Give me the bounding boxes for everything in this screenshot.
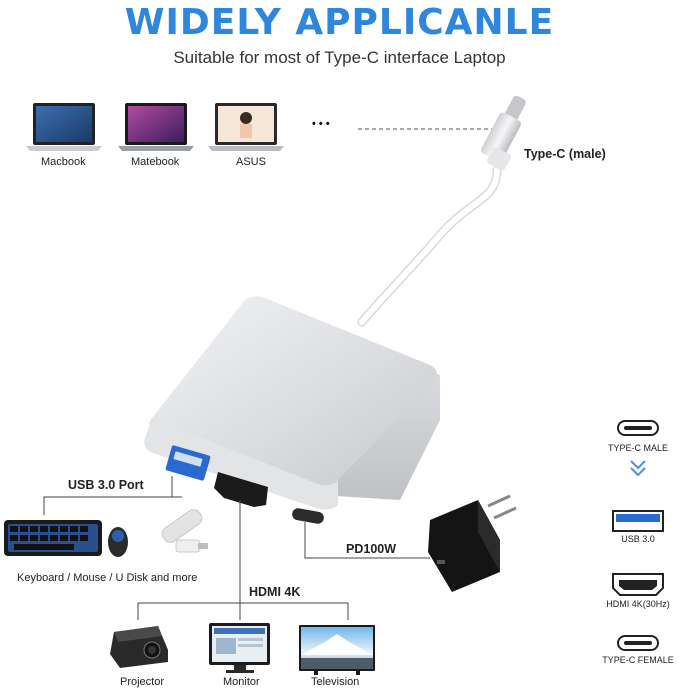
legend-arrow-down-icon bbox=[630, 460, 646, 477]
legend-hdmi-icon bbox=[612, 573, 664, 596]
laptop-label-macbook: Macbook bbox=[41, 156, 86, 168]
laptop-label-matebook: Matebook bbox=[131, 156, 180, 168]
laptop-matebook-icon bbox=[118, 103, 194, 151]
typec-male-label: Type-C (male) bbox=[524, 147, 606, 161]
laptop-asus-icon bbox=[208, 103, 284, 151]
usb-disk-icon bbox=[161, 509, 208, 553]
legend-typec-male-label: TYPE-C MALE bbox=[607, 443, 668, 453]
display-label-television: Television bbox=[311, 676, 360, 688]
hdmi-label: HDMI 4K bbox=[249, 585, 301, 599]
display-label-monitor: Monitor bbox=[223, 676, 260, 688]
page-title: WIDELY APPLICANLE bbox=[124, 2, 555, 43]
mouse-icon bbox=[108, 527, 128, 557]
more-laptops-ellipsis: • • • bbox=[312, 118, 330, 130]
legend-typec-female-icon bbox=[617, 635, 659, 651]
laptop-macbook-icon bbox=[26, 103, 102, 151]
page-subtitle: Suitable for most of Type-C interface La… bbox=[173, 48, 506, 67]
display-label-projector: Projector bbox=[120, 676, 165, 688]
legend-typec-male-icon bbox=[617, 420, 659, 436]
legend-usb-icon bbox=[612, 510, 664, 532]
legend-usb-label: USB 3.0 bbox=[621, 534, 655, 544]
laptop-label-asus: ASUS bbox=[236, 156, 266, 168]
legend-typec-female-label: TYPE-C FEMALE bbox=[602, 655, 674, 665]
usb-devices-caption: Keyboard / Mouse / U Disk and more bbox=[17, 572, 198, 584]
pd-label: PD100W bbox=[346, 542, 397, 556]
hub-adapter-icon bbox=[144, 296, 440, 524]
projector-icon bbox=[110, 626, 168, 668]
usb-port-label: USB 3.0 Port bbox=[68, 478, 144, 492]
typec-plug-icon bbox=[481, 95, 526, 171]
keyboard-icon bbox=[4, 520, 102, 556]
legend-hdmi-label: HDMI 4K(30Hz) bbox=[606, 599, 670, 609]
television-icon bbox=[299, 625, 375, 675]
monitor-icon bbox=[209, 623, 270, 673]
charger-icon bbox=[428, 494, 517, 592]
